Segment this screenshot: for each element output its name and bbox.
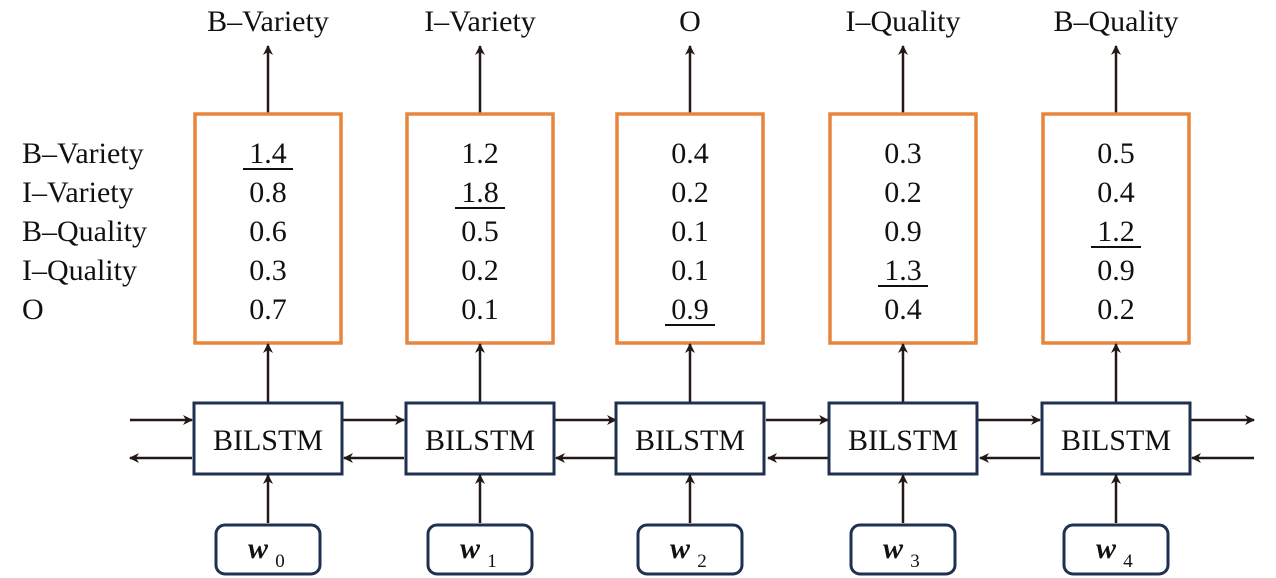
row-labels: B–Variety I–Variety B–Quality I–Quality … — [22, 137, 147, 326]
score-value: 0.2 — [671, 176, 709, 209]
input-token-box — [636, 523, 744, 576]
score-value: 0.4 — [671, 137, 709, 170]
input-token-subscript: 2 — [697, 551, 707, 572]
score-box — [1041, 112, 1191, 345]
row-label: I–Variety — [22, 176, 134, 209]
score-value: 0.6 — [249, 215, 287, 248]
max-score-value: 1.3 — [884, 254, 922, 287]
score-value: 0.7 — [249, 293, 287, 326]
score-box — [405, 112, 555, 345]
output-tag: B–Variety — [207, 5, 329, 38]
score-value: 0.4 — [884, 293, 922, 326]
output-tag: I–Quality — [846, 5, 961, 38]
score-value: 0.1 — [671, 215, 709, 248]
score-box — [615, 112, 765, 345]
max-score-value: 1.4 — [249, 137, 287, 170]
recurrent-connections — [129, 415, 1255, 463]
input-token-symbol: w — [883, 532, 904, 565]
input-token-symbol: w — [248, 532, 269, 565]
input-token-box — [214, 523, 322, 576]
bilstm-label: BILSTM — [425, 424, 535, 457]
bilstm-box — [614, 401, 766, 476]
score-value: 0.9 — [1097, 254, 1135, 287]
score-value: 0.2 — [884, 176, 922, 209]
bilstm-label: BILSTM — [848, 424, 958, 457]
max-score-value: 1.2 — [1097, 215, 1135, 248]
score-value: 0.5 — [461, 215, 499, 248]
score-value: 0.8 — [249, 176, 287, 209]
bilstm-box — [827, 401, 979, 476]
bilstm-label: BILSTM — [635, 424, 745, 457]
score-value: 0.1 — [461, 293, 499, 326]
row-label: I–Quality — [22, 254, 137, 287]
score-value: 0.9 — [884, 215, 922, 248]
input-token-symbol: w — [1096, 532, 1117, 565]
score-value: 0.1 — [671, 254, 709, 287]
output-tag: O — [679, 5, 701, 38]
input-token-symbol: w — [460, 532, 481, 565]
output-tag: B–Quality — [1054, 5, 1179, 38]
score-box — [193, 112, 343, 345]
input-token-subscript: 4 — [1123, 551, 1133, 572]
max-score-value: 0.9 — [671, 293, 709, 326]
max-score-value: 1.8 — [461, 176, 499, 209]
bilstm-box — [1040, 401, 1192, 476]
input-token-box — [849, 523, 957, 576]
input-token-box — [1062, 523, 1170, 576]
row-label: B–Quality — [22, 215, 147, 248]
input-token-subscript: 1 — [487, 551, 497, 572]
bilstm-box — [404, 401, 556, 476]
score-value: 0.3 — [249, 254, 287, 287]
score-value: 0.3 — [884, 137, 922, 170]
bilstm-box — [192, 401, 344, 476]
score-value: 0.2 — [461, 254, 499, 287]
score-value: 0.4 — [1097, 176, 1135, 209]
score-value: 0.5 — [1097, 137, 1135, 170]
row-label: B–Variety — [22, 137, 144, 170]
bilstm-label: BILSTM — [1061, 424, 1171, 457]
bilstm-label: BILSTM — [213, 424, 323, 457]
score-value: 1.2 — [461, 137, 499, 170]
input-token-subscript: 0 — [275, 551, 285, 572]
score-value: 0.2 — [1097, 293, 1135, 326]
row-label: O — [22, 293, 44, 326]
input-token-subscript: 3 — [910, 551, 920, 572]
output-tag: I–Variety — [424, 5, 536, 38]
input-token-box — [426, 523, 534, 576]
input-token-symbol: w — [670, 532, 691, 565]
